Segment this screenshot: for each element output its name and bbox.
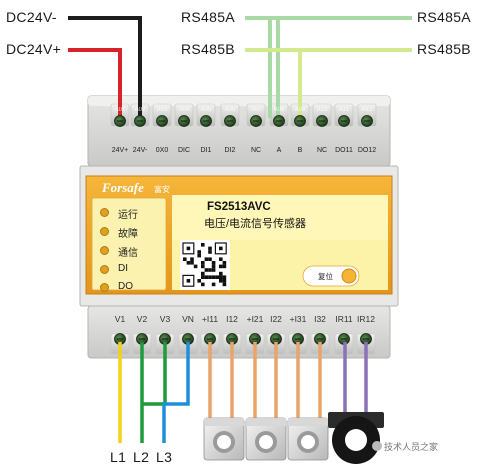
bottom-terminal-label: V2 [136, 314, 148, 324]
rs485a-wire-left [245, 16, 280, 118]
rs485b-label-right: RS485B [417, 41, 471, 57]
terminal-code: A03 [156, 107, 168, 113]
current-transformer [287, 417, 329, 461]
terminal-code: A07 [250, 107, 262, 113]
bottom-terminal-label: I12 [226, 314, 238, 324]
led-label: 通信 [118, 248, 138, 259]
top-terminal-label: DI1 [200, 147, 212, 154]
watermark-text: 技术人员之家 [384, 442, 439, 452]
brand-chinese: 富安 [154, 185, 170, 194]
current-transformer [203, 417, 245, 461]
led-label: 故障 [118, 229, 138, 240]
top-terminal-screw [250, 115, 262, 127]
dc24v-negative-label: DC24V- [6, 9, 57, 25]
status-led [100, 265, 109, 274]
terminal-code: A01 [114, 107, 126, 113]
top-terminal-screw [273, 115, 285, 127]
status-led [100, 283, 109, 292]
rs485b-label-left: RS485B [181, 41, 235, 57]
bottom-terminal-label: VN [182, 314, 194, 324]
terminal-code: A11 [338, 107, 350, 113]
top-terminal-screw [316, 115, 328, 127]
top-terminal-screw [114, 115, 126, 127]
status-led [100, 208, 109, 217]
top-wiring [68, 16, 412, 118]
phase-l3-label: L3 [156, 449, 173, 465]
dc24v-positive-wire [68, 48, 122, 118]
bottom-terminal-label: V3 [159, 314, 171, 324]
terminal-code: A05 [200, 107, 212, 113]
terminal-code: A08 [273, 107, 285, 113]
bottom-wiring [118, 342, 368, 443]
top-terminal-label: DO11 [335, 147, 353, 154]
model-number: FS2513AVC [207, 201, 271, 213]
bottom-terminal-label: IR12 [357, 314, 375, 324]
status-led [100, 246, 109, 255]
bottom-terminal-screw [292, 333, 304, 345]
terminal-code: A12 [361, 107, 373, 113]
top-terminal-screw [361, 115, 373, 127]
top-terminal-label: A [276, 147, 282, 154]
residual-current-transformer [328, 412, 384, 464]
top-terminal-label: B [297, 147, 303, 154]
rs485a-label-left: RS485A [181, 9, 235, 25]
bottom-terminal-label: V1 [114, 314, 126, 324]
top-terminal-label: DIC [177, 147, 191, 154]
top-terminal-label: DI2 [224, 147, 236, 154]
phase-l2-label: L2 [133, 449, 150, 465]
bottom-terminal-screw [338, 333, 350, 345]
top-terminal-screw [294, 115, 306, 127]
dc24v-negative-wire [68, 16, 142, 118]
top-terminal-label: NC [250, 147, 262, 154]
led-label: DI [118, 263, 128, 274]
top-terminal-screw [200, 115, 212, 127]
top-terminal-screw [224, 115, 236, 127]
bottom-terminal-label: I22 [270, 314, 282, 324]
terminal-code: A09 [294, 107, 306, 113]
terminal-code: A04 [178, 107, 190, 113]
top-terminal-screw [156, 115, 168, 127]
current-transformers [203, 417, 329, 461]
front-panel [85, 175, 393, 295]
terminal-code: A02 [134, 107, 146, 113]
top-terminal-screws [114, 115, 373, 127]
bottom-terminal-label: +I31 [289, 314, 307, 324]
top-terminal-label: NC [316, 147, 328, 154]
bottom-terminal-label: I32 [314, 314, 326, 324]
top-terminal-label: 24V- [132, 147, 148, 154]
phase-l3-wire [162, 342, 190, 443]
bottom-terminal-label: +I21 [246, 314, 264, 324]
led-label: 运行 [118, 210, 138, 221]
dc24v-positive-label: DC24V+ [6, 41, 62, 57]
terminal-code: A10 [316, 107, 328, 113]
top-terminal-screw [178, 115, 190, 127]
current-transformer [245, 417, 287, 461]
top-terminal-label: DO12 [357, 147, 377, 154]
bottom-terminal-screw [270, 333, 282, 345]
rs485a-label-right: RS485A [417, 9, 471, 25]
top-terminal-screw [134, 115, 146, 127]
top-terminal-screw [338, 115, 350, 127]
brand-logo-text: Forsafe [102, 180, 144, 195]
wechat-icon [372, 441, 382, 451]
reset-button[interactable] [341, 268, 357, 284]
terminal-code: A06 [224, 107, 236, 113]
bottom-terminal-label: IR11 [335, 314, 353, 324]
bottom-terminal-screws [114, 333, 372, 345]
phase-l1-label: L1 [110, 449, 127, 465]
product-subtitle: 电压/电流信号传感器 [204, 218, 307, 230]
reset-label: 复位 [318, 272, 333, 281]
top-terminal-label: 24V+ [111, 147, 129, 154]
led-label: DO [118, 281, 133, 292]
bottom-terminal-screw [114, 333, 126, 345]
status-led [100, 227, 109, 236]
bottom-terminal-label: +I11 [201, 314, 219, 324]
top-terminal-label: 0X0 [155, 147, 169, 154]
qr-code [180, 240, 230, 290]
